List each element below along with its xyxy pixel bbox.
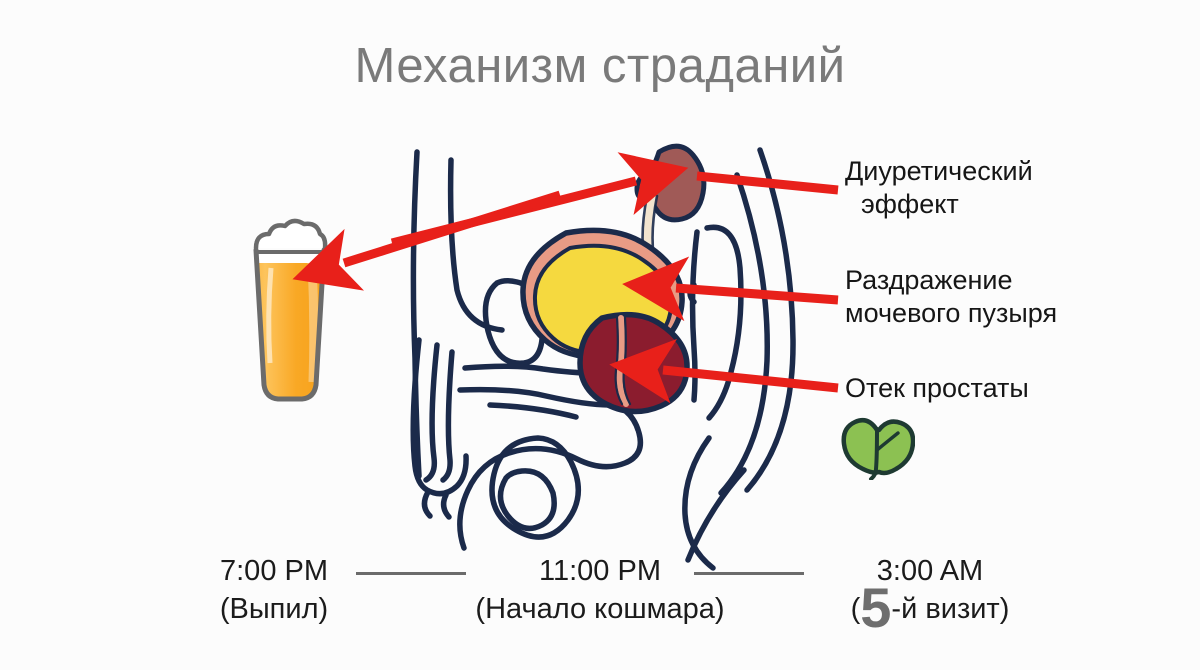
callout-bladder-line2: мочевого пузыря <box>845 298 1058 328</box>
callout-diuretic-line2: эффект <box>861 189 959 219</box>
arrow-label-to-prostate <box>609 338 839 404</box>
leaf-icon <box>841 418 915 480</box>
arrow-label-to-bladder <box>622 256 839 322</box>
timeline-stop-2-time: 11:00 PM <box>539 555 661 587</box>
callout-bladder-line1: Раздражение <box>845 265 1013 295</box>
timeline-stop-1: 7:00 PM (Выпил) <box>134 552 414 628</box>
callout-prostate-swelling: Отек простаты <box>845 372 1029 405</box>
timeline-stop-3-suffix: -й визит) <box>891 593 1010 625</box>
beer-glass <box>253 218 328 402</box>
timeline-connector-2 <box>694 572 804 575</box>
male-pelvic-anatomy <box>410 147 796 571</box>
timeline-stop-2-note: (Начало кошмара) <box>475 593 725 625</box>
arrow-label-to-kidney <box>696 171 839 195</box>
timeline-connector-1 <box>356 572 466 575</box>
timeline-visit-count: 5 <box>860 576 892 639</box>
timeline-stop-1-time: 7:00 PM <box>220 555 328 587</box>
prostate-gland <box>577 311 690 415</box>
timeline-stop-2: 11:00 PM (Начало кошмара) <box>420 552 780 628</box>
timeline-stop-1-note: (Выпил) <box>219 593 329 625</box>
timeline: 7:00 PM (Выпил) 11:00 PM (Начало кошмара… <box>0 552 1200 652</box>
callout-diuretic-effect: Диуретический эффект <box>845 155 1033 221</box>
timeline-stop-3-time: 3:00 AM <box>876 555 984 587</box>
timeline-stop-3-prefix: ( <box>850 593 861 625</box>
arrow-kidney-to-beer <box>292 190 562 291</box>
callout-bladder-irritation: Раздражение мочевого пузыря <box>845 264 1057 330</box>
timeline-stop-3: 3:00 AM (5-й визит) <box>790 552 1070 636</box>
page-title: Механизм страданий <box>354 39 846 93</box>
timeline-stop-3-note: (5-й визит) <box>790 580 1070 636</box>
callout-prostate-line1: Отек простаты <box>845 373 1029 403</box>
callout-diuretic-line1: Диуретический <box>845 156 1033 186</box>
